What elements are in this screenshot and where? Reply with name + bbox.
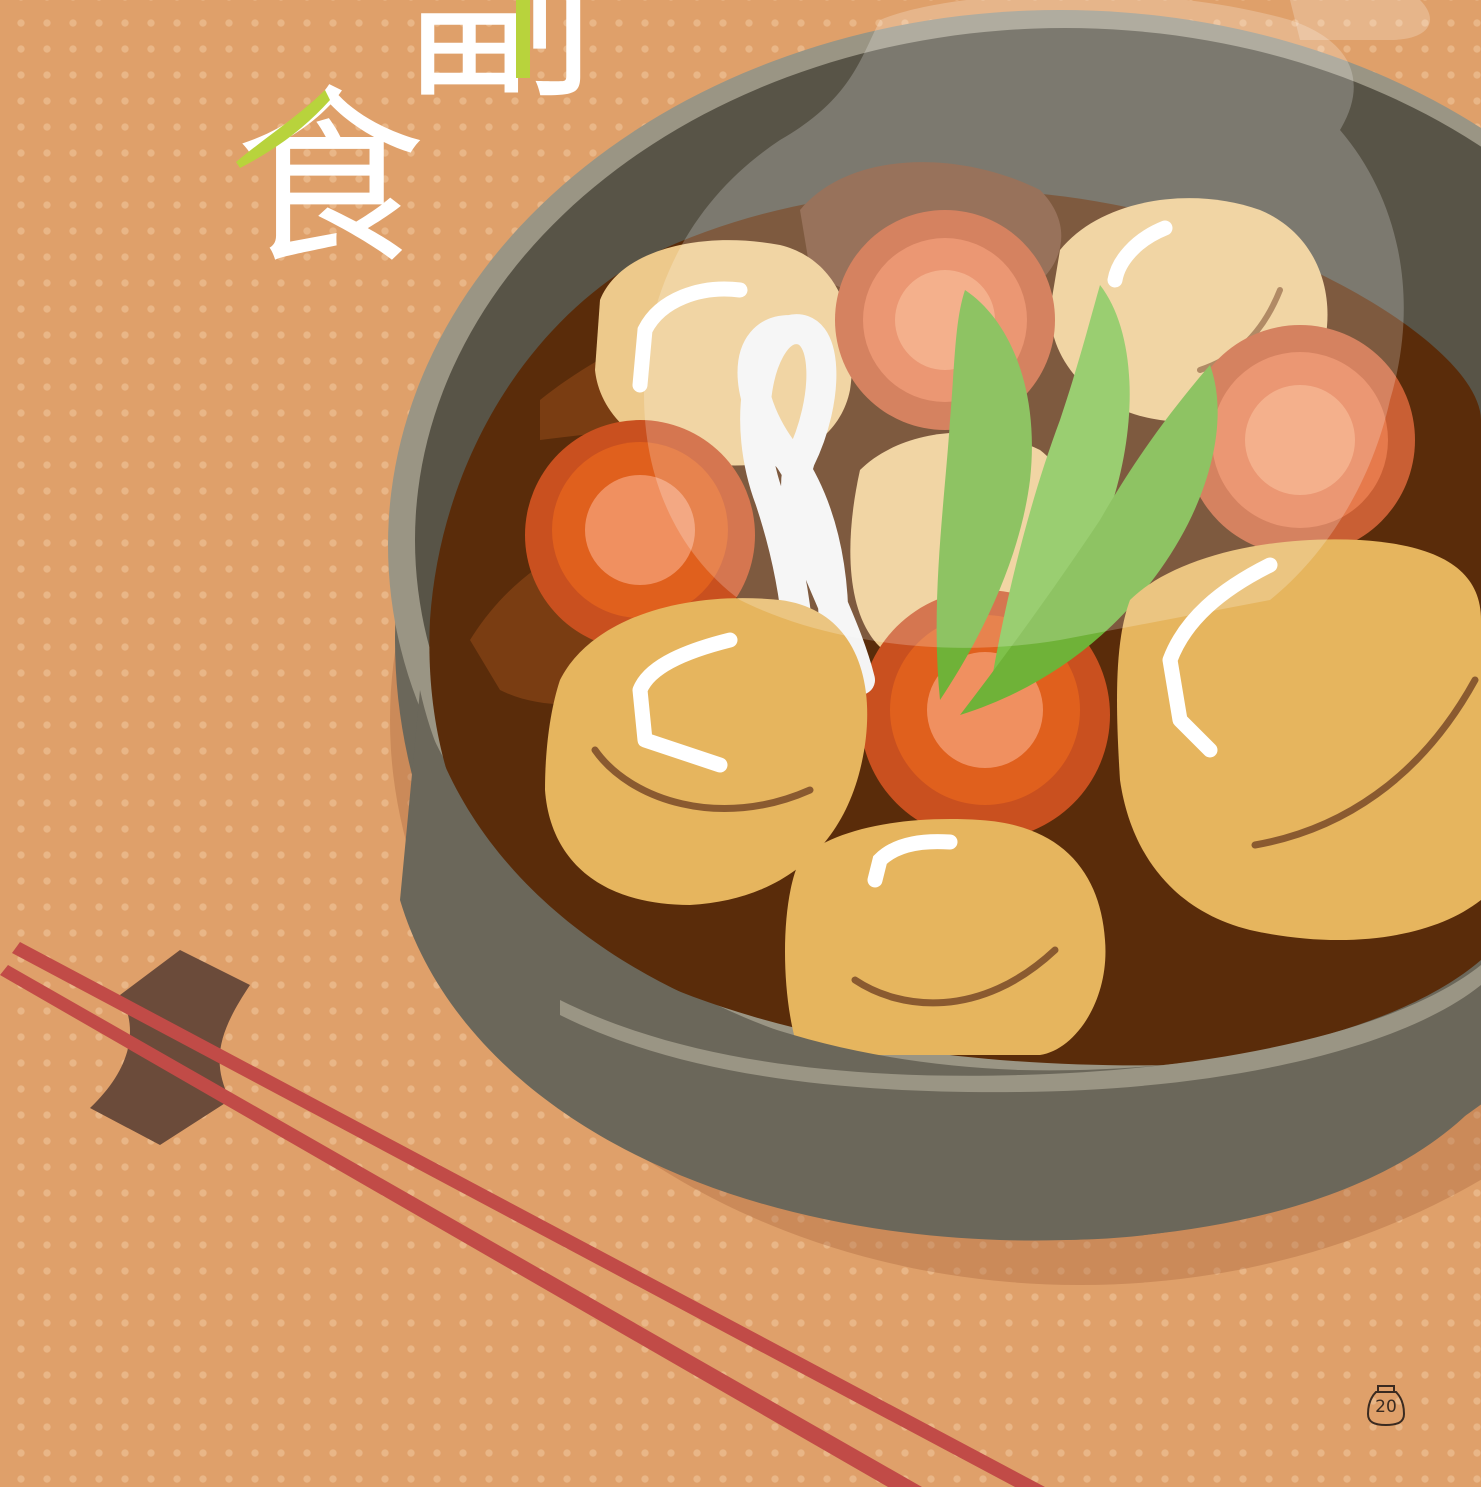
snow-pea [990,285,1130,690]
carrot-slice [525,420,755,650]
snow-pea [936,290,1032,700]
title-char-fuku: 副 [405,0,596,125]
title-green-accent [516,0,530,78]
bowl-front-rim [400,690,1481,1241]
page-number: 20 [1375,1397,1397,1417]
chopstick [12,942,1045,1487]
potato [785,819,1106,1055]
potato [1117,539,1481,940]
steam [644,0,1404,648]
steam [1290,0,1430,40]
chopstick-rest [90,950,250,1145]
carrot-slice [1185,325,1415,555]
snow-pea [960,365,1218,715]
chopstick [0,965,922,1487]
jar-icon [1366,1385,1406,1426]
shirataki-noodle-knot [737,314,875,723]
title-char-shoku: 食 [235,69,426,290]
title-green-accent [236,90,330,168]
potato [545,598,868,905]
page-number-badge: 20 [1366,1384,1406,1426]
bowl-front-rim-highlight [560,965,1481,1093]
potato [595,240,853,466]
